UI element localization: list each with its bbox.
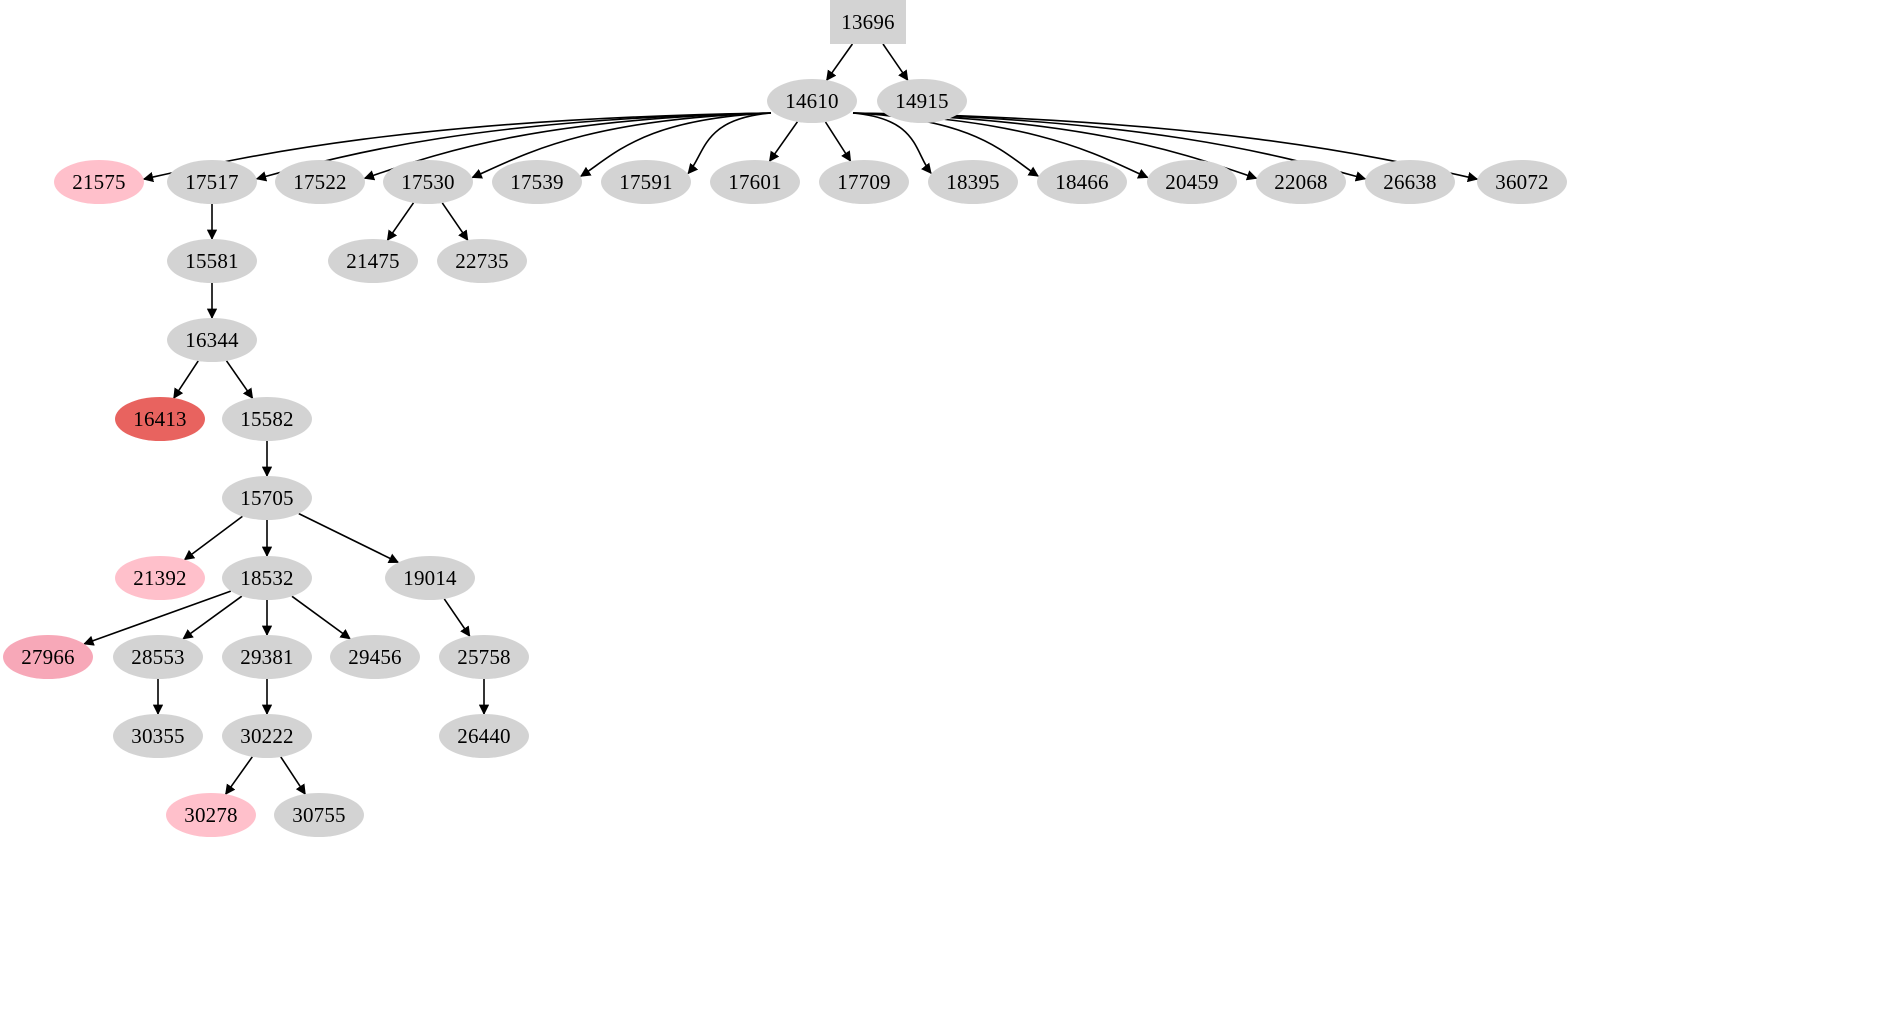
graph-node-label: 14915 (895, 88, 949, 113)
graph-node-label: 17517 (185, 169, 239, 194)
graph-node-30355[interactable]: 30355 (113, 714, 203, 758)
graph-node-label: 17601 (728, 169, 782, 194)
graph-node-label: 19014 (403, 565, 457, 590)
graph-edge-13696-to-14610 (826, 43, 854, 82)
graph-node-29456[interactable]: 29456 (330, 635, 420, 679)
graph-node-label: 14610 (785, 88, 839, 113)
graph-node-label: 36072 (1495, 169, 1549, 194)
graph-node-label: 29456 (348, 644, 402, 669)
graph-node-label: 25758 (457, 644, 511, 669)
graph-node-26440[interactable]: 26440 (439, 714, 529, 758)
graph-node-label: 30755 (292, 802, 346, 827)
graph-node-22068[interactable]: 22068 (1256, 160, 1346, 204)
graph-node-28553[interactable]: 28553 (113, 635, 203, 679)
graph-node-17522[interactable]: 17522 (275, 160, 365, 204)
graph-edge-15705-to-19014 (298, 512, 400, 564)
graph-edge-17530-to-22735 (441, 202, 469, 241)
graph-node-label: 28553 (131, 644, 185, 669)
graph-edge-15705-to-21392 (183, 515, 243, 561)
graph-node-label: 15582 (240, 406, 294, 431)
graph-node-label: 16413 (133, 406, 187, 431)
graph-node-13696[interactable]: 13696 (830, 0, 906, 44)
graph-node-15705[interactable]: 15705 (222, 476, 312, 520)
graph-node-14610[interactable]: 14610 (767, 79, 857, 123)
graph-node-17517[interactable]: 17517 (167, 160, 257, 204)
graph-node-label: 15581 (185, 248, 239, 273)
graph-node-label: 30355 (131, 723, 185, 748)
graph-node-17709[interactable]: 17709 (819, 160, 909, 204)
graph-node-label: 22735 (455, 248, 509, 273)
graph-edge-14610-to-17601 (768, 121, 799, 163)
graph-edge-14610-to-17709 (824, 121, 852, 162)
graph-node-label: 29381 (240, 644, 294, 669)
graph-node-21475[interactable]: 21475 (328, 239, 418, 283)
graph-edge-30222-to-30755 (280, 756, 306, 795)
graph-node-17530[interactable]: 17530 (383, 160, 473, 204)
graph-node-14915[interactable]: 14915 (877, 79, 967, 123)
graph-node-label: 18395 (946, 169, 1000, 194)
graph-node-29381[interactable]: 29381 (222, 635, 312, 679)
graph-node-27966[interactable]: 27966 (3, 635, 93, 679)
graph-node-label: 17530 (401, 169, 455, 194)
graph-node-label: 17522 (293, 169, 347, 194)
graph-node-label: 16344 (185, 327, 239, 352)
graph-edge-16344-to-16413 (173, 360, 199, 399)
graph-node-30278[interactable]: 30278 (166, 793, 256, 837)
graph-edge-19014-to-25758 (443, 598, 471, 637)
graph-node-21392[interactable]: 21392 (115, 556, 205, 600)
graph-node-25758[interactable]: 25758 (439, 635, 529, 679)
graph-node-17601[interactable]: 17601 (710, 160, 800, 204)
graph-edge-17530-to-21475 (386, 202, 415, 242)
graph-node-15582[interactable]: 15582 (222, 397, 312, 441)
graph-node-36072[interactable]: 36072 (1477, 160, 1567, 204)
graph-node-label: 30278 (184, 802, 238, 827)
graph-node-label: 17591 (619, 169, 673, 194)
graph-node-30755[interactable]: 30755 (274, 793, 364, 837)
graph-node-20459[interactable]: 20459 (1147, 160, 1237, 204)
graph-node-label: 22068 (1274, 169, 1328, 194)
graph-edge-18532-to-29456 (291, 595, 351, 640)
graph-node-label: 17709 (837, 169, 891, 194)
graph-node-22735[interactable]: 22735 (437, 239, 527, 283)
graph-node-label: 21575 (72, 169, 126, 194)
graph-node-label: 30222 (240, 723, 294, 748)
graph-edge-18532-to-28553 (182, 595, 243, 640)
graph-node-label: 18466 (1055, 169, 1109, 194)
graph-node-label: 21392 (133, 565, 187, 590)
graph-node-label: 21475 (346, 248, 400, 273)
graph-node-18395[interactable]: 18395 (928, 160, 1018, 204)
graph-node-label: 17539 (510, 169, 564, 194)
graph-node-16413[interactable]: 16413 (115, 397, 205, 441)
graph-node-label: 18532 (240, 565, 294, 590)
graph-node-label: 20459 (1165, 169, 1219, 194)
graph-node-17539[interactable]: 17539 (492, 160, 582, 204)
graph-node-18466[interactable]: 18466 (1037, 160, 1127, 204)
graph-node-26638[interactable]: 26638 (1365, 160, 1455, 204)
graph-node-15581[interactable]: 15581 (167, 239, 257, 283)
graph-node-30222[interactable]: 30222 (222, 714, 312, 758)
graph-node-label: 26440 (457, 723, 511, 748)
graph-edge-16344-to-15582 (225, 360, 254, 400)
graph-node-17591[interactable]: 17591 (601, 160, 691, 204)
graph-edge-30222-to-30278 (225, 756, 253, 796)
graph-node-label: 13696 (841, 9, 895, 34)
graph-node-label: 27966 (21, 644, 75, 669)
graph-node-21575[interactable]: 21575 (54, 160, 144, 204)
graph-node-label: 26638 (1383, 169, 1437, 194)
graph-edge-13696-to-14915 (882, 43, 909, 81)
graph-node-16344[interactable]: 16344 (167, 318, 257, 362)
graph-node-18532[interactable]: 18532 (222, 556, 312, 600)
graph-node-19014[interactable]: 19014 (385, 556, 475, 600)
graph-node-label: 15705 (240, 485, 294, 510)
